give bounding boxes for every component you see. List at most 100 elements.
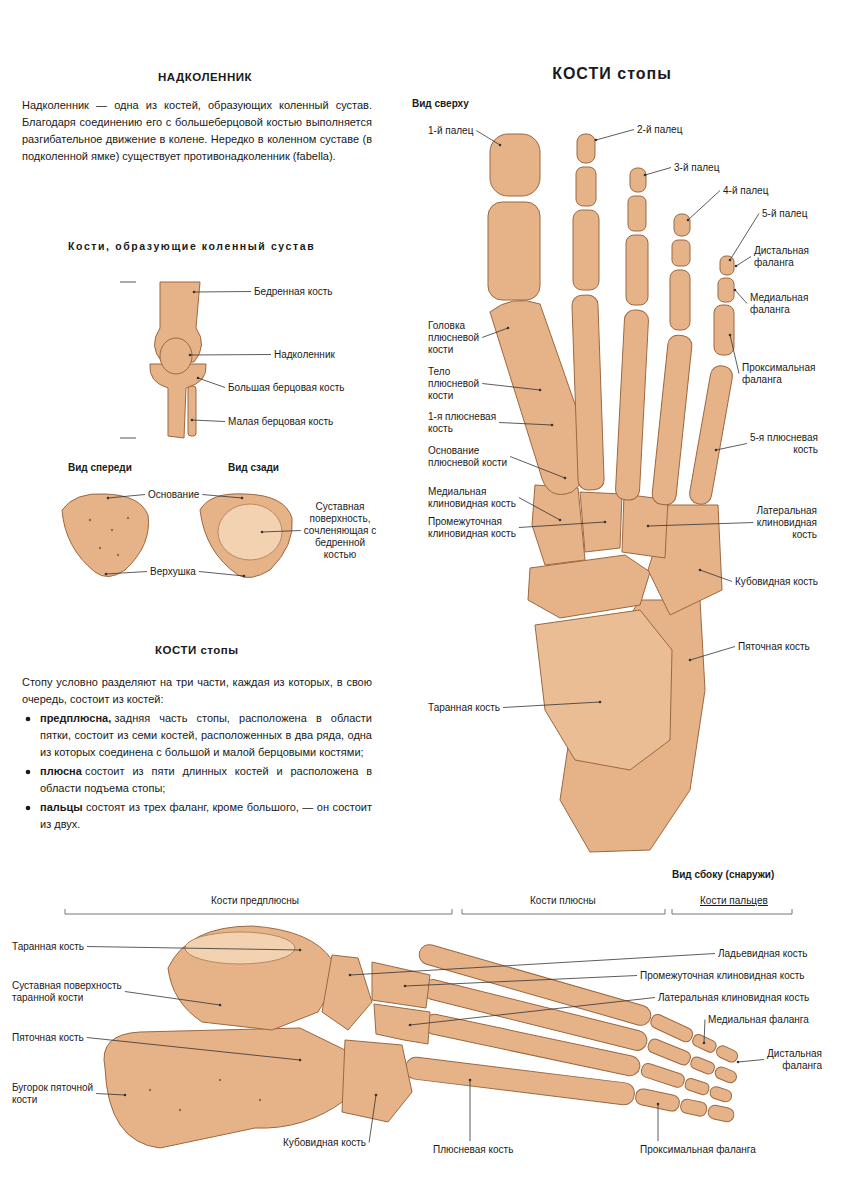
part-label: Головка плюсневой кости xyxy=(428,320,479,355)
phalanx xyxy=(718,278,734,302)
phalanx xyxy=(674,214,690,236)
text-block: пальцысостоят из трех фаланг, кроме боль… xyxy=(40,799,372,833)
leader-tip xyxy=(657,1103,660,1106)
leader-tip xyxy=(219,1004,222,1007)
phalanx xyxy=(715,1044,740,1064)
leader-line xyxy=(510,457,565,479)
text-block: Тело плюсневой кости xyxy=(428,366,483,402)
leader-tip xyxy=(564,477,567,480)
part-label: Малая берцовая кость xyxy=(228,416,333,427)
text-block: 4-й палец xyxy=(723,185,768,197)
text-block: Суставная поверхность таранной кости xyxy=(12,980,134,1004)
patella-back xyxy=(200,494,292,578)
metatarsal xyxy=(572,295,605,491)
phalanx xyxy=(709,1085,734,1103)
bone-texture xyxy=(89,517,129,556)
text-block: НАДКОЛЕННИК xyxy=(150,70,260,84)
phalanx xyxy=(576,167,596,206)
text-block: Кубовидная кость xyxy=(283,1137,366,1149)
text-block: Кости плюсны xyxy=(530,895,596,907)
text-block: 2-й палец xyxy=(637,124,682,136)
subheading: Кости, образующие коленный сустав xyxy=(68,240,315,252)
leader-line xyxy=(198,378,225,388)
text-block: Дистальная фаланга xyxy=(754,245,818,269)
bracket-mark xyxy=(120,438,136,439)
leader-tip xyxy=(243,575,246,578)
part-label: Основание плюсневой кости xyxy=(428,445,507,468)
leader-tip xyxy=(644,174,647,177)
leader-line xyxy=(125,992,220,1006)
toe xyxy=(634,1088,735,1124)
leader-tip xyxy=(409,1024,412,1027)
text-block: Вид сзади xyxy=(228,462,279,474)
leader-line xyxy=(96,1094,125,1096)
foot-top-view xyxy=(488,134,734,852)
leader-line xyxy=(704,1020,705,1044)
leader-line xyxy=(736,257,751,267)
leader-tip xyxy=(595,139,598,142)
bullet-term: пальцы xyxy=(40,801,83,813)
part-label: Медиальная фаланга xyxy=(750,292,808,315)
leader-tip xyxy=(189,354,192,357)
part-label: 1-я плюсневая кость xyxy=(428,411,496,434)
bracket-mark xyxy=(120,282,136,283)
phalanx xyxy=(577,134,595,163)
leader-line xyxy=(405,976,637,987)
leader-line xyxy=(519,498,560,521)
leader-tip xyxy=(197,377,200,380)
leader-tip xyxy=(105,573,108,576)
text-block: Проксимальная фаланга xyxy=(742,362,824,386)
leader-line xyxy=(262,531,301,533)
text-block: Промежуточная клиновидная кость xyxy=(428,516,523,540)
part-label: Промежуточная клиновидная кость xyxy=(428,516,516,539)
leader-tip xyxy=(124,1094,127,1097)
bullet-dot xyxy=(26,806,31,811)
leader-tip xyxy=(107,497,110,500)
foot-side-view xyxy=(104,926,740,1148)
text-block: Кубовидная кость xyxy=(735,576,818,588)
text-block: Промежуточная клиновидная кость xyxy=(640,970,805,982)
phalanx xyxy=(670,270,690,330)
leader-line xyxy=(194,291,251,293)
fibula xyxy=(188,386,196,436)
bone-texture xyxy=(149,1079,261,1111)
text-block: 1-й палец xyxy=(428,125,473,137)
knee-bones xyxy=(120,282,206,438)
texture-dot xyxy=(219,1079,221,1081)
leader-tip xyxy=(193,291,196,294)
part-label: Верхушка xyxy=(150,566,196,577)
phalanx xyxy=(640,1062,686,1089)
text-block: предплюсна,задняя часть стопы, расположе… xyxy=(40,710,372,761)
view-heading: Вид сверху xyxy=(412,98,469,109)
text-block: Таранная кость xyxy=(12,941,84,953)
section-bracket xyxy=(65,909,792,914)
leader-line xyxy=(199,572,244,577)
view-heading: Вид спереди xyxy=(68,462,132,473)
leader-line xyxy=(730,335,739,374)
calcaneus xyxy=(104,1028,345,1148)
texture-dot xyxy=(127,517,129,519)
view-heading: Вид сбоку (снаружи) xyxy=(672,869,774,880)
part-label: Медиальная клиновидная кость xyxy=(428,486,516,509)
leader-line xyxy=(482,384,540,391)
leader-line xyxy=(645,168,671,176)
text-block: Стопу условно разделяют на три части, ка… xyxy=(22,674,372,708)
text-block: Вид спереди xyxy=(68,462,132,474)
part-label: Промежуточная клиновидная кость xyxy=(640,970,805,981)
leader-line xyxy=(688,191,720,221)
phalanx xyxy=(672,240,690,266)
part-label: Латеральная клиновидная кость xyxy=(756,505,817,540)
leader-line xyxy=(476,131,500,146)
leader-line xyxy=(190,354,271,356)
part-label: Кубовидная кость xyxy=(283,1137,366,1148)
leader-line xyxy=(716,444,747,451)
text-block: Латеральная клиновидная кость xyxy=(658,992,809,1004)
text-block: Надколенник — одна из костей, образующих… xyxy=(22,97,372,165)
phalanx xyxy=(684,1077,711,1096)
text-block: Большая берцовая кость xyxy=(228,382,344,394)
leader-line xyxy=(482,328,508,338)
phalanx xyxy=(714,305,734,355)
phalanx xyxy=(707,1104,735,1123)
phalanx xyxy=(713,1065,738,1084)
leader-tip xyxy=(469,1079,472,1082)
